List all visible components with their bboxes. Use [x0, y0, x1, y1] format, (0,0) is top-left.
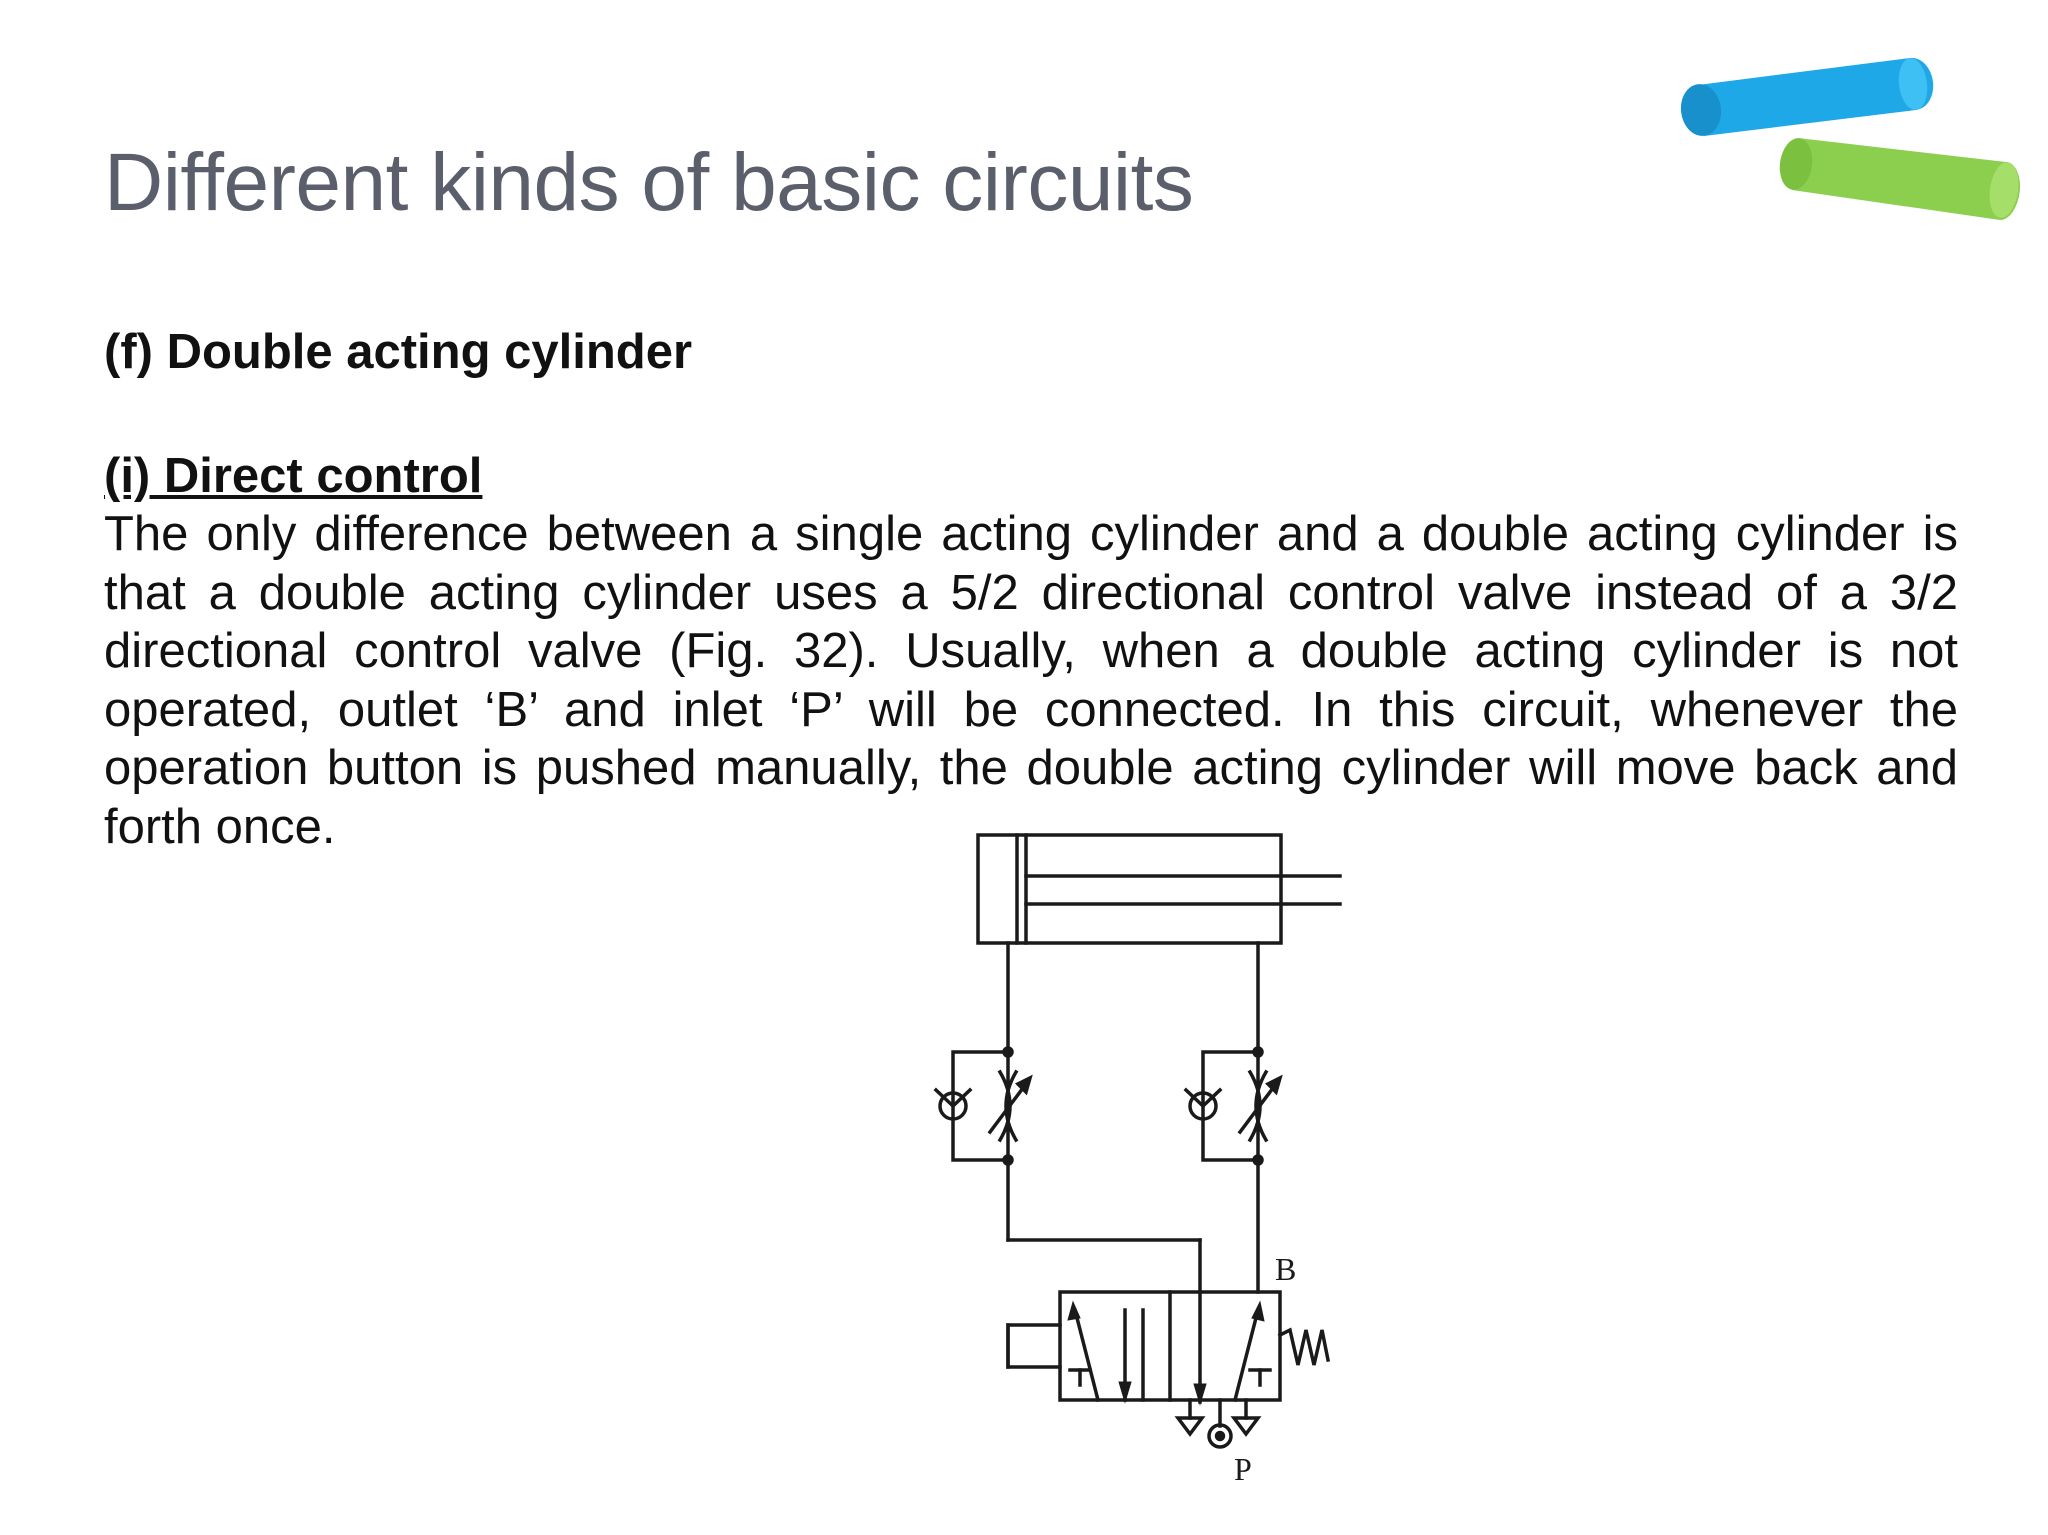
- pneumatic-circuit-diagram: B P: [933, 833, 1342, 1487]
- decorative-cylinders-graphic: [1680, 57, 2021, 221]
- left-flow-control-valve: [933, 1046, 1033, 1166]
- green-cylinder-shape: [1779, 138, 2021, 221]
- double-acting-cylinder-symbol: [976, 833, 1342, 945]
- section-subtitle: (f) Double acting cylinder: [104, 325, 693, 379]
- blue-cylinder-shape: [1680, 57, 1934, 136]
- exhaust-and-supply-symbols: [1174, 1398, 1262, 1449]
- pressure-lines: [1006, 941, 1260, 1294]
- right-flow-control-valve: [1183, 1046, 1283, 1166]
- port-b-label: B: [1275, 1251, 1296, 1287]
- port-p-label: P: [1234, 1451, 1252, 1487]
- slide-title: Different kinds of basic circuits: [104, 137, 1194, 228]
- directional-control-valve-5-2: [1006, 1290, 1331, 1406]
- body-paragraph: The only difference between a single act…: [104, 507, 1958, 854]
- section-subheading: (i) Direct control: [104, 449, 483, 503]
